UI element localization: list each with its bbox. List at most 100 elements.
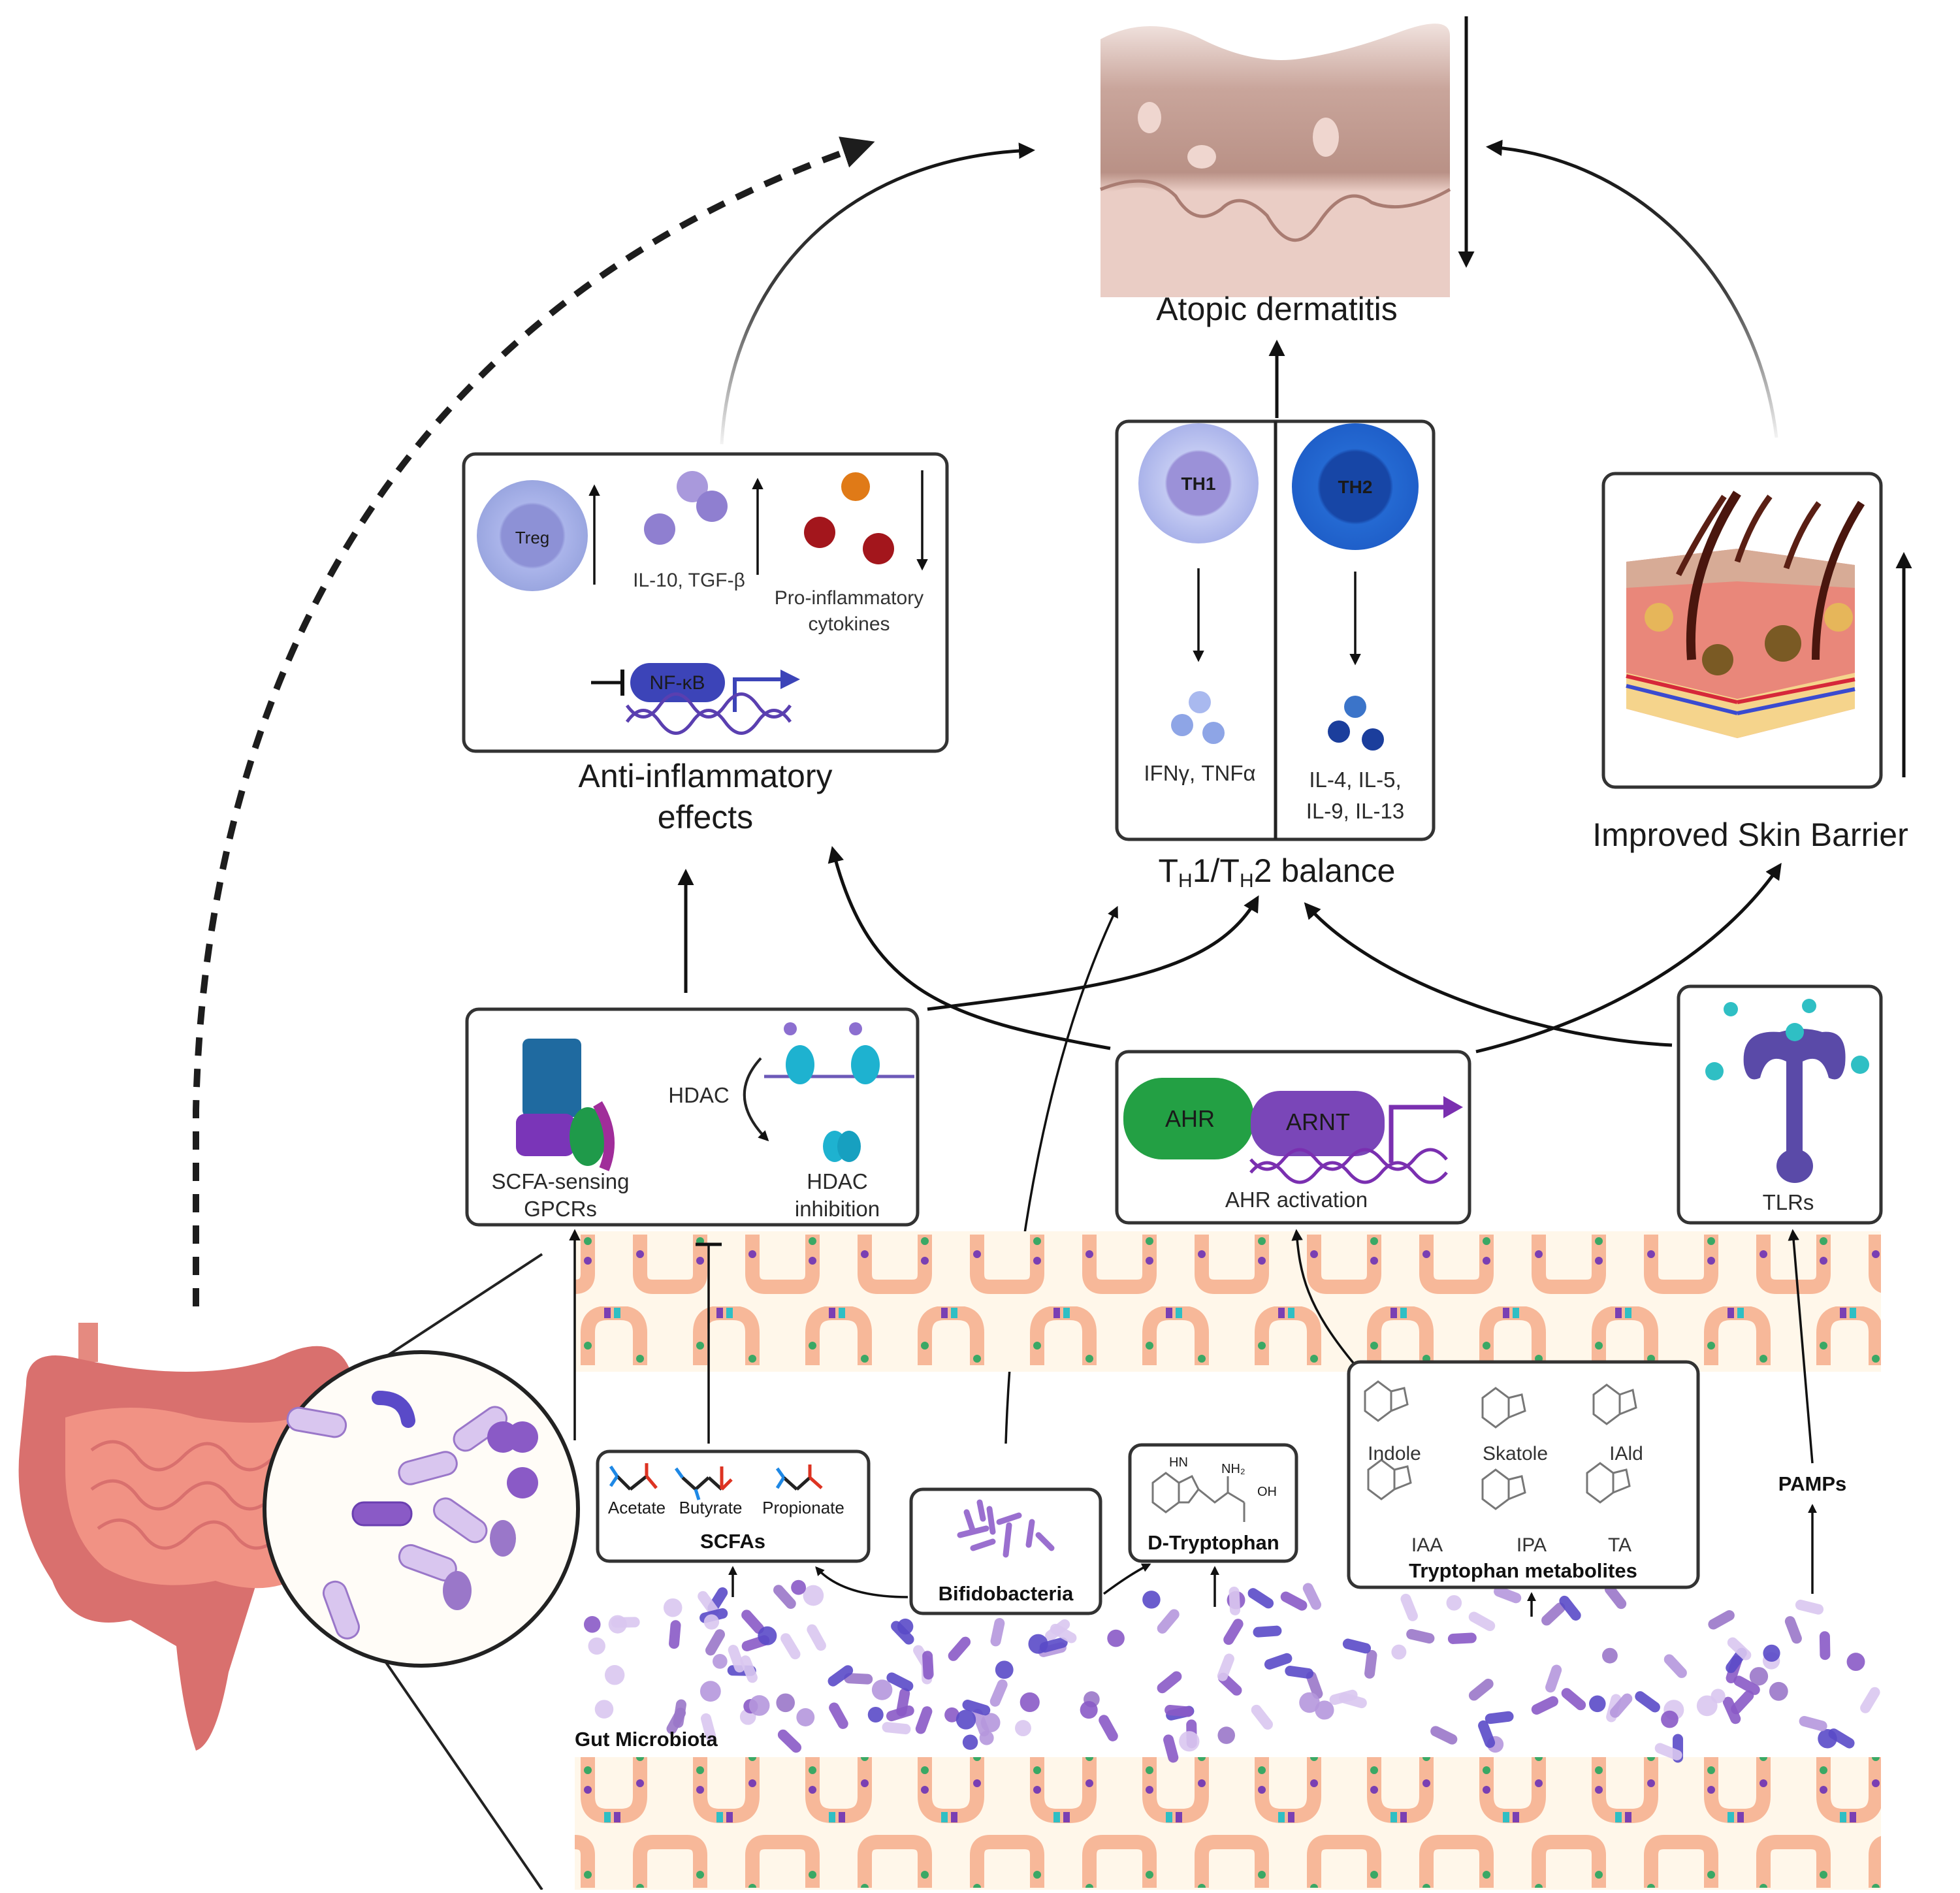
bacterium-icon [871, 1679, 893, 1700]
bacterium-icon [807, 1624, 826, 1651]
th1-label: TH1 [1181, 474, 1216, 494]
d-tryptophan-panel: HN NH₂ OH D-Tryptophan [1128, 1443, 1298, 1563]
bacterium-icon [791, 1579, 807, 1595]
bacterium-icon [882, 1722, 911, 1735]
bacterium-icon [1217, 1726, 1236, 1744]
bacterium-icon [922, 1651, 934, 1680]
cytokine-dot [644, 513, 675, 545]
bacterium-icon [886, 1705, 914, 1722]
bacterium-icon [1142, 1591, 1161, 1609]
bacterium-icon [1727, 1637, 1752, 1660]
proinflammatory-cytokine-dot [841, 472, 870, 501]
pamp-dot [1724, 1002, 1738, 1016]
dna-icon [1249, 1161, 1448, 1184]
bacterium-icon [1251, 1704, 1273, 1730]
gut-epithelium-bottom [575, 1757, 1881, 1888]
bacterium-icon [1364, 1649, 1377, 1679]
bacterium-icon [594, 1700, 614, 1719]
il10-tgfb-label: IL-10, TGF-β [633, 570, 745, 591]
bacterium-icon [796, 1708, 815, 1726]
bacterium-icon [962, 1700, 991, 1716]
bacterium-icon [588, 1637, 605, 1655]
ahr-label: AHR [1165, 1105, 1215, 1132]
pamp-dot [1786, 1023, 1804, 1041]
intestine-icon [18, 1323, 353, 1751]
bacterium-icon [956, 1709, 976, 1730]
th2-label: TH2 [1338, 477, 1373, 497]
butyrate-molecule-icon [674, 1466, 733, 1500]
bacterium-icon [948, 1636, 971, 1661]
acetate-label: Acetate [608, 1498, 666, 1517]
bacterium-icon [1217, 1653, 1234, 1681]
bacterium-icon [1635, 1691, 1660, 1713]
hdac-deacetylation-arrow [743, 1057, 769, 1142]
bacterium-icon [1663, 1654, 1687, 1678]
propionate-label: Propionate [762, 1498, 844, 1517]
tryptophan-metabolites-title: Tryptophan metabolites [1409, 1559, 1637, 1582]
bacterium-icon [1485, 1711, 1514, 1724]
oh-group-label: OH [1257, 1485, 1277, 1499]
bacterium-icon [1731, 1690, 1754, 1715]
bacterium-icon [989, 1679, 1008, 1707]
bacterium-icon [748, 1695, 770, 1716]
nh2-group-label: NH₂ [1221, 1462, 1245, 1476]
bacterium-icon [1749, 1667, 1769, 1686]
bacterium-icon [741, 1610, 764, 1634]
bifidobacteria-icon [957, 1499, 1055, 1558]
bacterium-icon [1696, 1695, 1718, 1717]
hdac-label: HDAC [668, 1083, 730, 1107]
bacterium-icon [705, 1629, 726, 1656]
bacterium-icon [980, 1713, 1001, 1732]
butyrate-label: Butyrate [679, 1498, 743, 1517]
gpcr-label-line2: GPCRs [524, 1197, 597, 1221]
arrow-antiinflammatory-to-ad [720, 142, 1035, 445]
th2-cytokines-line1: IL-4, IL-5, [1309, 768, 1401, 792]
bacterium-icon [1157, 1671, 1182, 1694]
bacterium-icon [777, 1729, 802, 1753]
bacterium-icon [1165, 1704, 1194, 1717]
ahr-protein-icon [1123, 1078, 1254, 1159]
bacterium-icon [1561, 1688, 1586, 1711]
bacterium-icon [700, 1713, 716, 1742]
bacterium-icon [886, 1672, 914, 1692]
bacterium-icon [1559, 1595, 1581, 1621]
gut-microbiota-label: Gut Microbiota [575, 1728, 718, 1751]
bacterium-icon [773, 1585, 796, 1610]
bacterium-icon [1661, 1710, 1679, 1728]
gpcr-label-line1: SCFA-sensing [492, 1169, 630, 1193]
ahr-panel: AHR ARNT AHR activation [1115, 1050, 1471, 1225]
skatole-label: Skatole [1483, 1443, 1548, 1464]
bacterium-icon [891, 1621, 914, 1645]
bacterium-icon [583, 1616, 601, 1633]
bacterium-icon [1447, 1632, 1477, 1644]
bacterium-icon [1860, 1687, 1880, 1713]
pamp-dot [1705, 1062, 1724, 1080]
bacterium-icon [703, 1614, 720, 1630]
bacterium-icon [1342, 1638, 1372, 1654]
bacterium-icon [1769, 1681, 1788, 1701]
bacterium-icon [1028, 1634, 1048, 1654]
th1-cytokine-dot [1202, 722, 1225, 744]
bacterium-icon [1609, 1693, 1633, 1718]
atopic-dermatitis-node: Atopic dermatitis [1100, 20, 1451, 327]
bacterium-icon [979, 1730, 994, 1745]
bacterium-icon [1541, 1602, 1566, 1626]
bifidobacteria-panel: Bifidobacteria [909, 1487, 1102, 1615]
gpcr-icon [516, 1039, 615, 1171]
bacterium-icon [1784, 1616, 1802, 1644]
bacterium-icon [728, 1645, 745, 1673]
acetate-molecule-icon [609, 1463, 658, 1491]
bacterium-icon [1280, 1591, 1308, 1611]
bacterium-icon [1545, 1664, 1562, 1693]
arrow-bifido-to-dtrp [1102, 1563, 1151, 1595]
magnifier-line-bottom [364, 1632, 543, 1891]
magnified-bacteria-icon [263, 1350, 580, 1668]
skin-barrier-label: Improved Skin Barrier [1592, 817, 1908, 853]
bacterium-icon [1015, 1720, 1031, 1737]
d-tryptophan-box [1128, 1443, 1298, 1563]
propionate-molecule-icon [775, 1464, 823, 1491]
bacterium-icon [867, 1707, 884, 1723]
bacterium-icon [1819, 1631, 1831, 1660]
skin-barrier-panel: Improved Skin Barrier [1592, 472, 1912, 853]
